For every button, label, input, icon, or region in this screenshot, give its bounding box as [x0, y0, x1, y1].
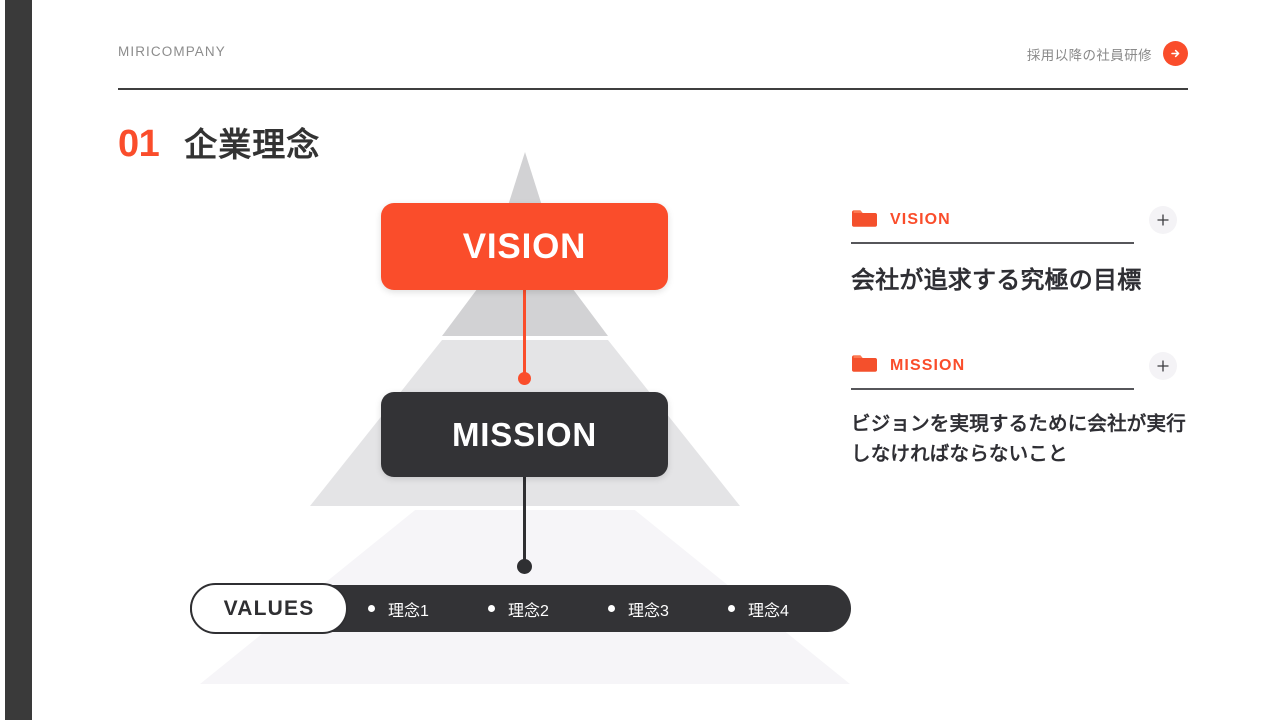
- values-pill[interactable]: VALUES: [190, 583, 348, 634]
- vision-connector-dot: [518, 372, 531, 385]
- page-title: 01 企業理念: [118, 118, 320, 166]
- panel-mission-header: MISSION: [851, 350, 1191, 382]
- panel-mission-label: MISSION: [890, 356, 966, 374]
- detail-panel: VISION 会社が追求する究極の目標 MISSION: [851, 204, 1191, 469]
- bullet-dot-icon: [728, 605, 735, 612]
- panel-vision-body: 会社が追求する究極の目標: [851, 267, 1142, 294]
- values-item[interactable]: 理念1: [368, 597, 488, 621]
- values-bar: VALUES 理念1 理念2 理念3 理念4: [190, 583, 851, 634]
- values-item-list: 理念1 理念2 理念3 理念4: [368, 597, 848, 621]
- panel-mission-expand-button[interactable]: [1149, 351, 1177, 380]
- panel-mission-divider: [851, 387, 1134, 390]
- folder-icon: [851, 208, 878, 233]
- panel-vision-label: VISION: [890, 211, 951, 228]
- page-title-number: 01: [118, 123, 160, 165]
- mission-card-label: MISSION: [452, 415, 597, 453]
- panel-block-mission: MISSION ビジョンを実現するために会社が実行しなければならないこと: [851, 350, 1191, 469]
- values-item-label: 理念1: [388, 602, 429, 620]
- values-item[interactable]: 理念4: [728, 597, 848, 621]
- panel-mission-body: ビジョンを実現するために会社が実行しなければならないこと: [851, 412, 1186, 465]
- header-divider: [118, 88, 1188, 90]
- panel-vision-divider: [851, 242, 1134, 244]
- header-right-group: 採用以降の社員研修: [1027, 41, 1188, 66]
- bullet-dot-icon: [488, 605, 495, 612]
- vision-card[interactable]: VISION: [381, 203, 668, 290]
- vision-connector-line: [523, 290, 526, 378]
- mission-connector-dot: [517, 559, 532, 574]
- values-item-label: 理念2: [508, 602, 549, 620]
- header: MIRICOMPANY 採用以降の社員研修: [118, 41, 1188, 90]
- vision-card-label: VISION: [462, 226, 587, 266]
- page-title-text: 企業理念: [184, 126, 321, 163]
- folder-icon: [851, 353, 878, 378]
- left-accent-bar: [5, 0, 32, 720]
- panel-vision-header: VISION: [851, 204, 1191, 236]
- brand-name: MIRICOMPANY: [118, 44, 226, 59]
- arrow-right-icon[interactable]: [1163, 41, 1188, 66]
- values-pill-label: VALUES: [223, 596, 315, 620]
- values-item[interactable]: 理念2: [488, 597, 608, 621]
- values-item-label: 理念3: [628, 602, 669, 620]
- mission-connector-line: [523, 477, 526, 567]
- bullet-dot-icon: [368, 605, 375, 612]
- header-section-label: 採用以降の社員研修: [1026, 47, 1152, 63]
- mission-card[interactable]: MISSION: [381, 392, 668, 477]
- panel-block-vision: VISION 会社が追求する究極の目標: [851, 204, 1191, 299]
- panel-vision-expand-button[interactable]: [1149, 206, 1177, 234]
- bullet-dot-icon: [608, 605, 615, 612]
- values-item[interactable]: 理念3: [608, 597, 728, 621]
- values-item-label: 理念4: [748, 602, 789, 620]
